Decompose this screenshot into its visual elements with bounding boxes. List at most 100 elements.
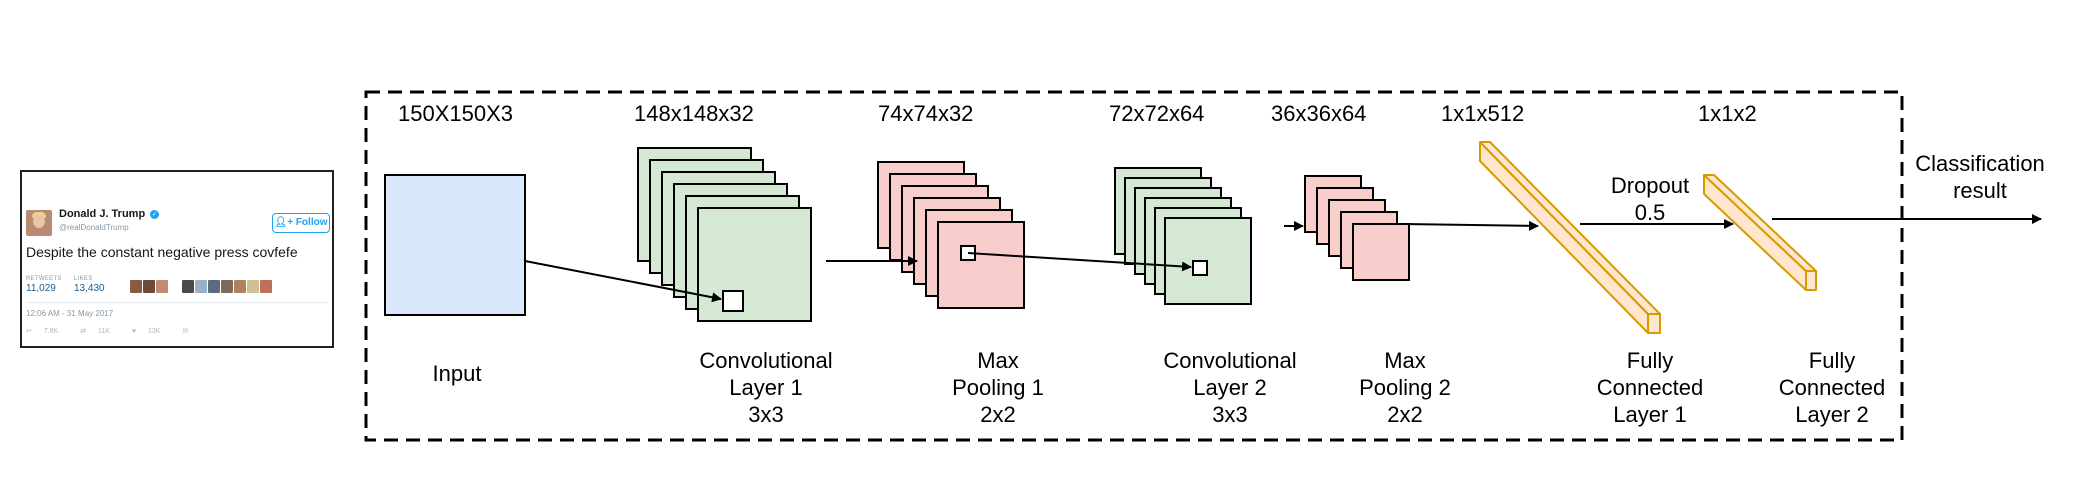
retweet-icon: ⇄ xyxy=(80,328,87,335)
fc1-front-face xyxy=(1479,141,1649,334)
like-action[interactable]: ♥ 13K xyxy=(132,328,171,335)
liker-avatar[interactable] xyxy=(247,280,259,293)
liker-avatar[interactable] xyxy=(234,280,246,293)
tweet-actions: ↩ 7.8K ⇄ 11K ♥ 13K ✉ xyxy=(26,327,208,335)
dim-pool2: 36x36x64 xyxy=(1271,101,1367,126)
follow-button[interactable]: 👤︎+ Follow xyxy=(272,213,330,233)
liker-avatar[interactable] xyxy=(143,280,155,293)
tweet-handle: @realDonaldTrump xyxy=(59,223,129,232)
like-count: 13K xyxy=(148,328,161,335)
message-icon: ✉ xyxy=(182,328,189,335)
tweet-text: Despite the constant negative press covf… xyxy=(26,244,298,260)
dim-pool1: 74x74x32 xyxy=(878,101,974,126)
label-pool1-line1: Max xyxy=(977,348,1019,373)
reply-count: 7.8K xyxy=(43,328,59,335)
avatar-face xyxy=(33,215,45,228)
tweet-timestamp: 12:06 AM - 31 May 2017 xyxy=(26,309,114,318)
retweets-stat[interactable]: RETWEETS 11,029 xyxy=(26,276,62,294)
liker-avatar[interactable] xyxy=(221,280,233,293)
liker-avatar[interactable] xyxy=(208,280,220,293)
label-conv1-line1: Convolutional xyxy=(699,348,833,373)
liker-avatar[interactable] xyxy=(156,280,168,293)
retweet-count: 11K xyxy=(98,328,110,335)
pool1-stack xyxy=(877,161,1025,309)
likes-count: 13,430 xyxy=(74,283,105,294)
tweet-author-name-text: Donald J. Trump xyxy=(59,208,146,220)
fc2-end-face xyxy=(1805,270,1817,291)
label-dropout-line1: Dropout xyxy=(1610,173,1690,198)
pool1-map xyxy=(937,221,1025,309)
fc1-top-face xyxy=(1479,141,1661,315)
dim-conv1: 148x148x32 xyxy=(634,101,754,126)
label-fc2-line3: Layer 2 xyxy=(1795,402,1869,427)
dim-input: 150X150X3 xyxy=(398,101,513,126)
label-pool1-line3: 2x2 xyxy=(980,402,1016,427)
conv1-map xyxy=(697,207,812,322)
arrow-pool2-to-fc1 xyxy=(1402,220,1539,231)
fc1-prism xyxy=(1479,141,1661,334)
liker-avatars[interactable] xyxy=(130,280,273,294)
label-output-line1: Classification xyxy=(1915,151,2045,176)
heart-icon: ♥ xyxy=(131,328,137,335)
label-pool2-line2: Pooling 2 xyxy=(1359,375,1451,400)
label-conv1-line2: Layer 1 xyxy=(729,375,803,400)
message-action[interactable]: ✉ xyxy=(182,328,198,335)
label-dropout: Dropout 0.5 xyxy=(1595,172,1705,226)
connection-arrows xyxy=(524,214,2042,303)
avatar xyxy=(26,210,52,236)
pool2-map xyxy=(1352,223,1410,281)
conv1-kernel xyxy=(722,290,744,312)
label-conv2: Convolutional Layer 2 3x3 xyxy=(1140,347,1320,428)
layer-blocks xyxy=(384,141,1817,334)
model-boundary xyxy=(364,90,1904,442)
label-fc1: Fully Connected Layer 1 xyxy=(1570,347,1730,428)
label-conv1: Convolutional Layer 1 3x3 xyxy=(676,347,856,428)
tweet-author-name: Donald J. Trump ✓ xyxy=(59,208,160,220)
label-pool2-line1: Max xyxy=(1384,348,1426,373)
arrow-pool1-to-conv2 xyxy=(967,252,1192,272)
liker-avatar[interactable] xyxy=(182,280,194,293)
label-pool1-line2: Pooling 1 xyxy=(952,375,1044,400)
input-image-block xyxy=(384,174,526,316)
label-conv1-line3: 3x3 xyxy=(748,402,784,427)
label-output-line2: result xyxy=(1953,178,2007,203)
likes-label: LIKES xyxy=(74,276,93,282)
arrow-input-to-conv1 xyxy=(524,260,722,303)
liker-avatar[interactable] xyxy=(260,280,272,293)
label-output: Classification result xyxy=(1900,150,2060,204)
retweet-action[interactable]: ⇄ 11K xyxy=(80,328,120,335)
reply-icon: ↩ xyxy=(26,328,32,335)
liker-avatar[interactable] xyxy=(130,280,142,293)
label-pool2: Max Pooling 2 2x2 xyxy=(1325,347,1485,428)
dim-conv2: 72x72x64 xyxy=(1109,101,1205,126)
liker-avatar[interactable] xyxy=(195,280,207,293)
pool2-stack xyxy=(1304,175,1410,281)
label-conv2-line2: Layer 2 xyxy=(1193,375,1267,400)
label-fc1-line2: Connected xyxy=(1596,375,1704,400)
label-fc2: Fully Connected Layer 2 xyxy=(1752,347,1912,428)
conv2-kernel xyxy=(1192,260,1208,276)
label-pool1: Max Pooling 1 2x2 xyxy=(918,347,1078,428)
likes-stat[interactable]: LIKES 13,430 xyxy=(74,276,105,294)
label-input: Input xyxy=(432,361,482,386)
tweet-card: Donald J. Trump ✓ @realDonaldTrump 👤︎+ F… xyxy=(20,170,334,348)
follow-label: Follow xyxy=(295,217,328,228)
label-fc1-line1: Fully xyxy=(1626,348,1674,373)
label-pool2-line3: 2x2 xyxy=(1387,402,1423,427)
dim-fc1: 1x1x512 xyxy=(1441,101,1525,126)
label-dropout-line2: 0.5 xyxy=(1634,200,1666,225)
tweet-divider xyxy=(26,302,328,303)
label-fc2-line1: Fully xyxy=(1808,348,1856,373)
reply-action[interactable]: ↩ 7.8K xyxy=(26,328,68,335)
fc2-prism xyxy=(1703,174,1817,291)
label-fc1-line3: Layer 1 xyxy=(1613,402,1687,427)
conv2-stack xyxy=(1114,167,1252,305)
dim-fc2: 1x1x2 xyxy=(1698,101,1757,126)
label-conv2-line1: Convolutional xyxy=(1163,348,1297,373)
verified-icon: ✓ xyxy=(150,209,160,219)
label-conv2-line3: 3x3 xyxy=(1212,402,1248,427)
fc1-end-face xyxy=(1647,313,1661,334)
label-fc2-line2: Connected xyxy=(1778,375,1886,400)
